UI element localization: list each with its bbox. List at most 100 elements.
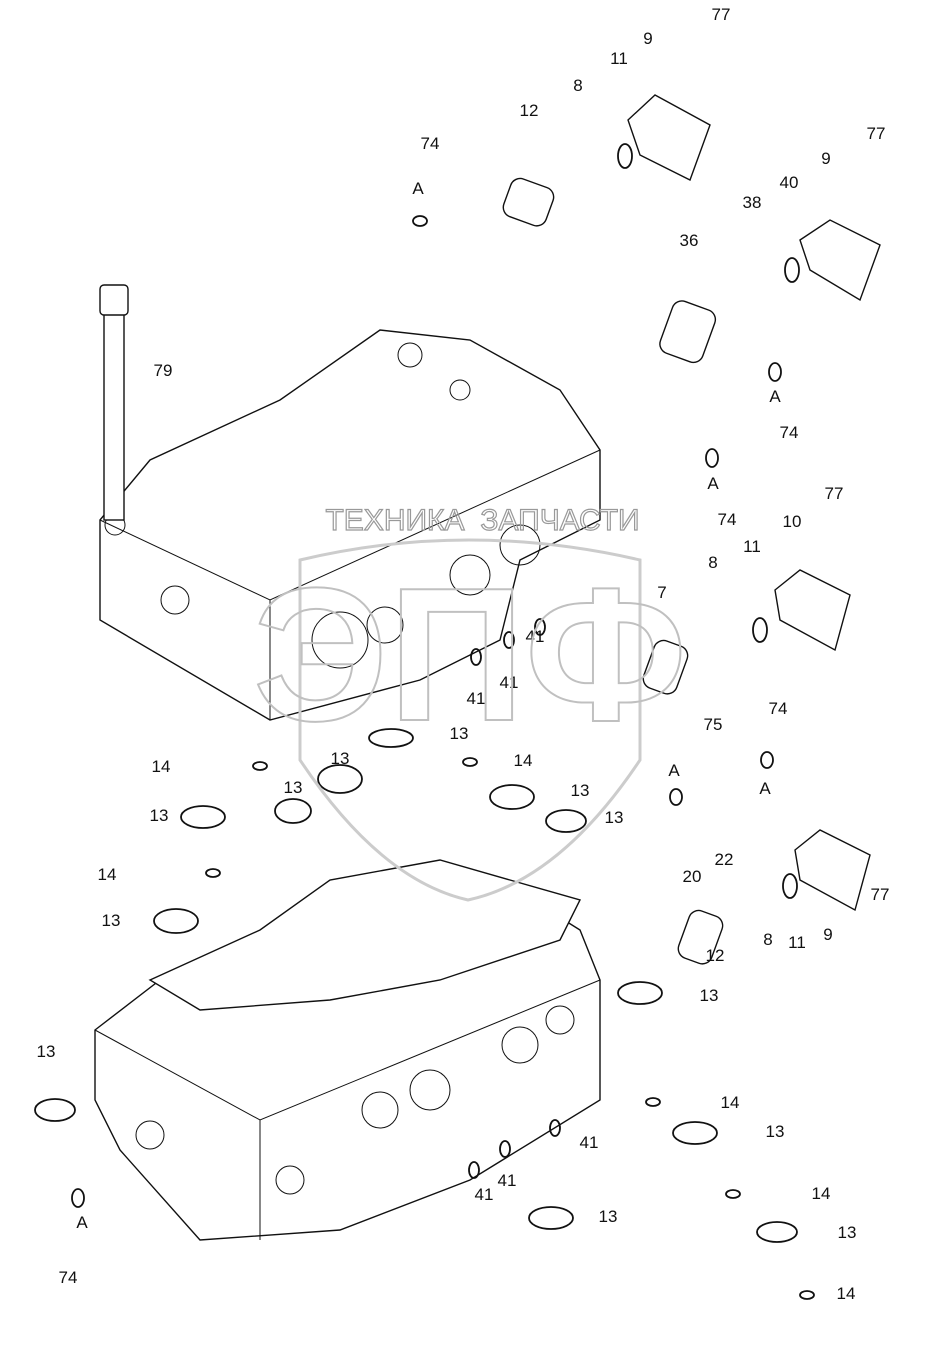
o-ring — [705, 448, 719, 468]
callout-A: A — [769, 387, 781, 406]
o-ring — [768, 362, 782, 382]
callout-13: 13 — [605, 808, 624, 827]
callout-14: 14 — [812, 1184, 831, 1203]
cover-9-mid — [799, 219, 881, 302]
o-ring — [317, 764, 363, 794]
callout-41: 41 — [580, 1133, 599, 1152]
callout-41: 41 — [498, 1171, 517, 1190]
callout-9: 9 — [643, 29, 652, 48]
callout-10: 10 — [783, 512, 802, 531]
callout-11: 11 — [610, 49, 628, 68]
o-ring — [503, 631, 515, 649]
bolt-79 — [99, 284, 129, 521]
callout-11: 11 — [743, 537, 761, 556]
o-rings — [34, 143, 815, 1300]
o-ring — [549, 1119, 561, 1137]
callout-13: 13 — [331, 749, 350, 768]
o-ring — [645, 1097, 661, 1107]
callout-8: 8 — [763, 930, 772, 949]
callout-11: 11 — [788, 933, 806, 952]
spool-12-top — [502, 177, 555, 227]
callout-12: 12 — [706, 946, 725, 965]
callout-14: 14 — [514, 751, 533, 770]
callout-74: 74 — [59, 1268, 78, 1287]
callout-8: 8 — [573, 76, 582, 95]
watermark-line2: ЗАПЧАСТИ — [480, 504, 639, 537]
cover-9-bottom — [794, 829, 871, 912]
callout-12: 12 — [520, 101, 539, 120]
o-ring — [470, 648, 482, 666]
callout-14: 14 — [152, 757, 171, 776]
o-ring — [180, 805, 226, 829]
callout-14: 14 — [837, 1284, 856, 1303]
callout-79: 79 — [154, 361, 173, 380]
callout-40: 40 — [780, 173, 799, 192]
o-ring — [468, 1161, 480, 1179]
callout-74: 74 — [769, 699, 788, 718]
callout-A: A — [76, 1213, 88, 1232]
callout-13: 13 — [37, 1042, 56, 1061]
o-ring — [412, 215, 428, 227]
callout-77: 77 — [867, 124, 886, 143]
o-ring — [617, 981, 663, 1005]
o-ring — [489, 784, 535, 810]
component-parts — [502, 94, 881, 965]
spool-36 — [659, 300, 717, 364]
callout-77: 77 — [871, 885, 890, 904]
o-ring — [799, 1290, 815, 1300]
callout-13: 13 — [284, 778, 303, 797]
callout-38: 38 — [743, 193, 762, 212]
o-ring — [756, 1221, 798, 1243]
o-ring — [534, 618, 546, 636]
upper-valve-body — [99, 329, 601, 721]
o-ring — [545, 809, 587, 833]
callout-labels: 7791181274A77940383679A74A74771011874141… — [37, 5, 890, 1303]
o-ring — [462, 757, 478, 767]
cover-9-top — [627, 94, 711, 181]
callout-9: 9 — [821, 149, 830, 168]
o-ring — [752, 617, 768, 643]
callout-14: 14 — [721, 1093, 740, 1112]
o-ring — [528, 1206, 574, 1230]
callout-13: 13 — [102, 911, 121, 930]
o-ring — [672, 1121, 718, 1145]
o-ring — [368, 728, 414, 748]
callout-41: 41 — [475, 1185, 494, 1204]
o-ring — [784, 257, 800, 283]
cover-10 — [774, 569, 851, 652]
o-ring — [499, 1140, 511, 1158]
spool-7 — [642, 639, 689, 695]
callout-74: 74 — [718, 510, 737, 529]
callout-77: 77 — [712, 5, 731, 24]
callout-13: 13 — [766, 1122, 785, 1141]
o-ring — [725, 1189, 741, 1199]
callout-74: 74 — [421, 134, 440, 153]
callout-14: 14 — [98, 865, 117, 884]
callout-8: 8 — [708, 553, 717, 572]
o-ring — [617, 143, 633, 169]
callout-36: 36 — [680, 231, 699, 250]
o-ring — [274, 798, 312, 824]
callout-13: 13 — [150, 806, 169, 825]
o-ring — [153, 908, 199, 934]
callout-22: 22 — [715, 850, 734, 869]
o-ring — [669, 788, 683, 806]
callout-13: 13 — [700, 986, 719, 1005]
callout-41: 41 — [526, 627, 545, 646]
callout-9: 9 — [823, 925, 832, 944]
callout-74: 74 — [780, 423, 799, 442]
o-ring — [760, 751, 774, 769]
callout-41: 41 — [500, 673, 519, 692]
callout-7: 7 — [657, 583, 666, 602]
callout-41: 41 — [467, 689, 486, 708]
callout-A: A — [707, 474, 719, 493]
callout-13: 13 — [838, 1223, 857, 1242]
watermark-logo: ЭПФ — [253, 549, 687, 761]
callout-13: 13 — [571, 781, 590, 800]
callout-A: A — [668, 761, 680, 780]
callout-20: 20 — [683, 867, 702, 886]
watermark: ЭПФ ТЕХНИКА ЗАПЧАСТИ — [252, 503, 688, 902]
o-ring — [34, 1098, 76, 1122]
